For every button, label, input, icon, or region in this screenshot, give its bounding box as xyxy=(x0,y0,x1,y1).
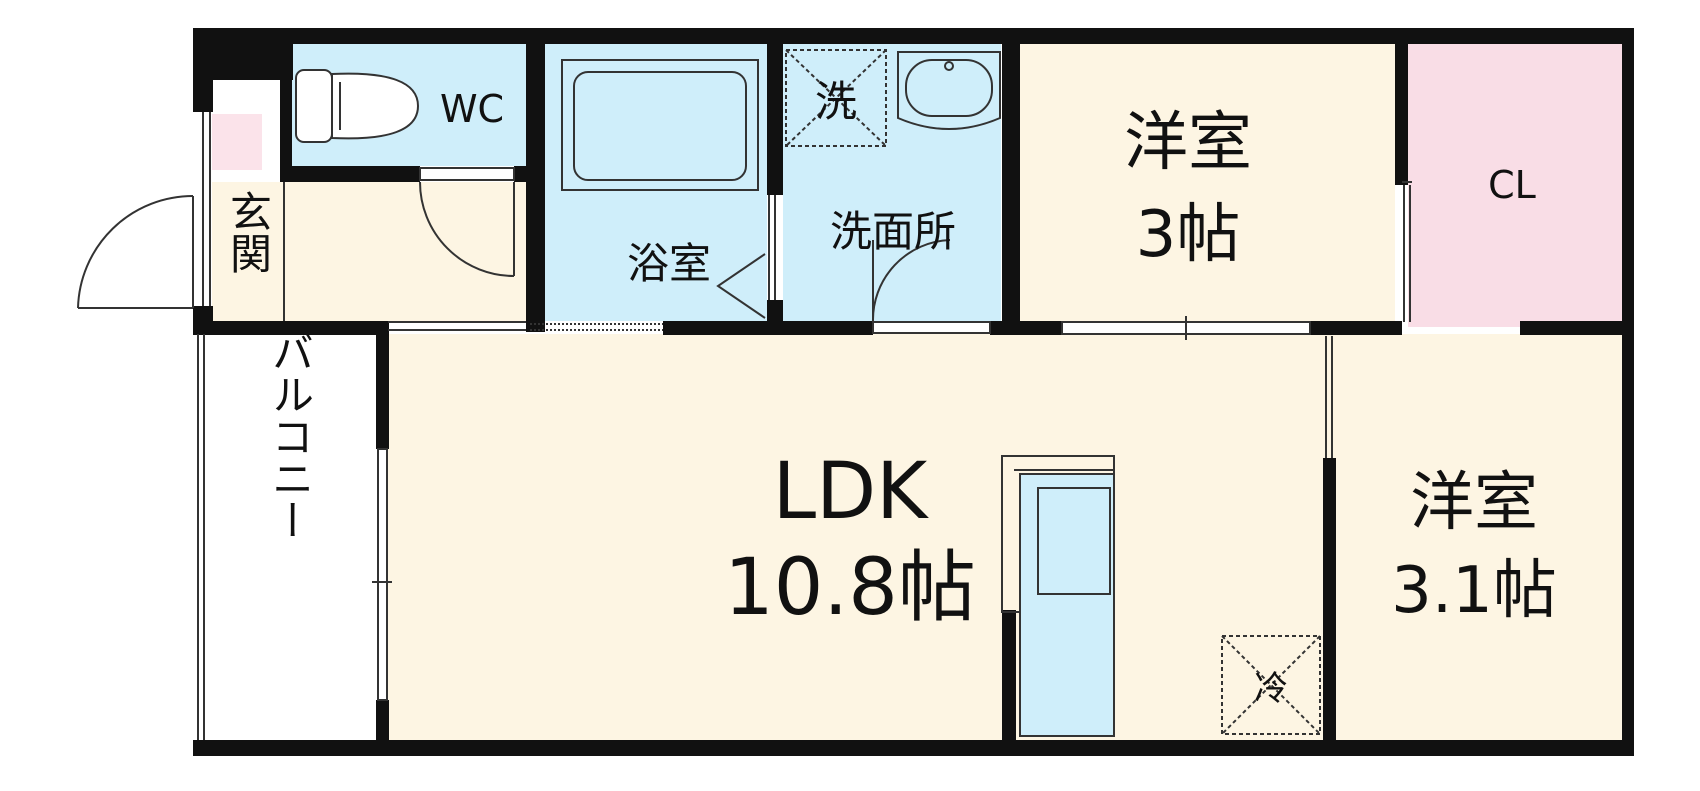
wall-mid-western xyxy=(1310,321,1402,335)
wall-wc-bottom-right xyxy=(514,166,528,182)
wc-label: WC xyxy=(440,87,504,131)
wall-left-column xyxy=(213,28,293,80)
doors xyxy=(77,181,1412,323)
wc-door-swing xyxy=(419,181,515,277)
wall-top xyxy=(193,28,1633,44)
wall-balcony-ldk-bottom xyxy=(376,700,389,756)
western-room-a-floor xyxy=(1020,44,1395,322)
western-room-b-floor xyxy=(1336,334,1622,740)
ldk-name: LDK xyxy=(773,447,930,537)
western-b-name: 洋室 xyxy=(1410,466,1538,540)
toilet-icon xyxy=(295,69,420,143)
wall-bottom xyxy=(193,740,1634,756)
washer-label: 洗 xyxy=(815,77,857,126)
labels: LDK 10.8帖 洋室 3帖 洋室 3.1帖 CL WC 浴室 洗面所 洗 冷… xyxy=(224,77,1557,709)
wall-ldk-western-b xyxy=(1323,458,1336,740)
hallway-floor xyxy=(262,182,526,321)
wall-right xyxy=(1622,28,1634,756)
bath-folding-door xyxy=(716,253,766,319)
entrance-label: 玄関 xyxy=(224,190,273,274)
wall-kitchen-partition xyxy=(1002,610,1016,740)
fixtures xyxy=(295,49,1321,737)
wall-mid-wash xyxy=(990,321,1061,335)
wall-western-closet xyxy=(1395,40,1408,185)
wall-wc-bath xyxy=(526,40,545,332)
walls xyxy=(193,28,1634,756)
window-balcony xyxy=(377,448,388,701)
wall-mid-entrance xyxy=(193,321,388,335)
ldk-size: 10.8帖 xyxy=(724,543,976,633)
bathtub-icon xyxy=(561,59,759,191)
windows xyxy=(197,112,1411,740)
washbasin-icon xyxy=(897,51,1001,130)
ldk-floor xyxy=(388,334,1336,740)
wall-wc-bottom-left xyxy=(280,166,420,182)
wall-left-upper xyxy=(193,28,213,112)
closet-label: CL xyxy=(1488,163,1536,207)
wall-balcony-ldk-top xyxy=(376,321,389,449)
wall-wash-western xyxy=(1002,40,1020,332)
wall-wc-left xyxy=(280,40,292,182)
western-a-size: 3帖 xyxy=(1136,198,1241,272)
entrance-step xyxy=(212,114,262,170)
washer-space-icon xyxy=(785,49,887,147)
western-b-size: 3.1帖 xyxy=(1391,554,1557,628)
floor-fills xyxy=(198,44,1622,740)
bath-label: 浴室 xyxy=(627,239,711,288)
kitchen-sink-icon xyxy=(1014,469,1115,737)
balcony-label: バルコニー xyxy=(266,331,315,541)
entrance-door-swing xyxy=(77,195,194,309)
balcony-floor xyxy=(198,334,376,740)
bath-floor xyxy=(545,44,767,321)
wall-mid-bath xyxy=(663,321,873,335)
entrance-floor xyxy=(212,182,284,321)
washroom-door-swing xyxy=(871,239,951,323)
western-a-name: 洋室 xyxy=(1124,106,1252,180)
fridge-label: 冷 xyxy=(1254,669,1288,709)
closet-floor xyxy=(1408,44,1622,327)
washroom-label: 洗面所 xyxy=(830,207,956,256)
wall-bath-wash xyxy=(767,40,783,195)
washroom-floor xyxy=(783,44,1001,321)
wall-mid-closet xyxy=(1520,321,1634,335)
fridge-space-icon xyxy=(1221,635,1321,735)
